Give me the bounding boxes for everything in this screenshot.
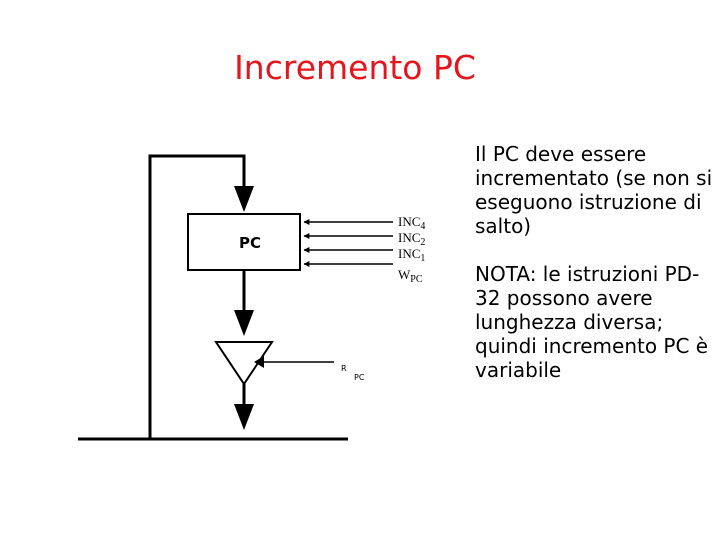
- note-increment: Il PC deve essere incrementato (se non s…: [475, 142, 713, 238]
- rpc-label-base: R: [341, 364, 347, 373]
- inc2-label: INC2: [398, 230, 426, 249]
- pc-register-box: [187, 213, 301, 271]
- inc4-label: INC4: [398, 214, 426, 233]
- slide-title: Incremento PC: [234, 48, 476, 87]
- buffer-out-arrow: [234, 404, 254, 430]
- note-variable-length: NOTA: le istruzioni PD-32 possono avere …: [475, 262, 709, 382]
- notes-panel: Il PC deve essere incrementato (se non s…: [475, 142, 715, 406]
- feedback-arrow: [234, 186, 254, 212]
- feedback-wire: [148, 154, 246, 440]
- inc1-label: INC1: [398, 246, 426, 265]
- rpc-label-sub: PC: [354, 373, 365, 382]
- rpc-arrow: [254, 356, 264, 368]
- pc-register-label: PC: [238, 234, 261, 252]
- wpc-label: WPC: [398, 267, 423, 286]
- pc-out-arrow: [234, 310, 254, 336]
